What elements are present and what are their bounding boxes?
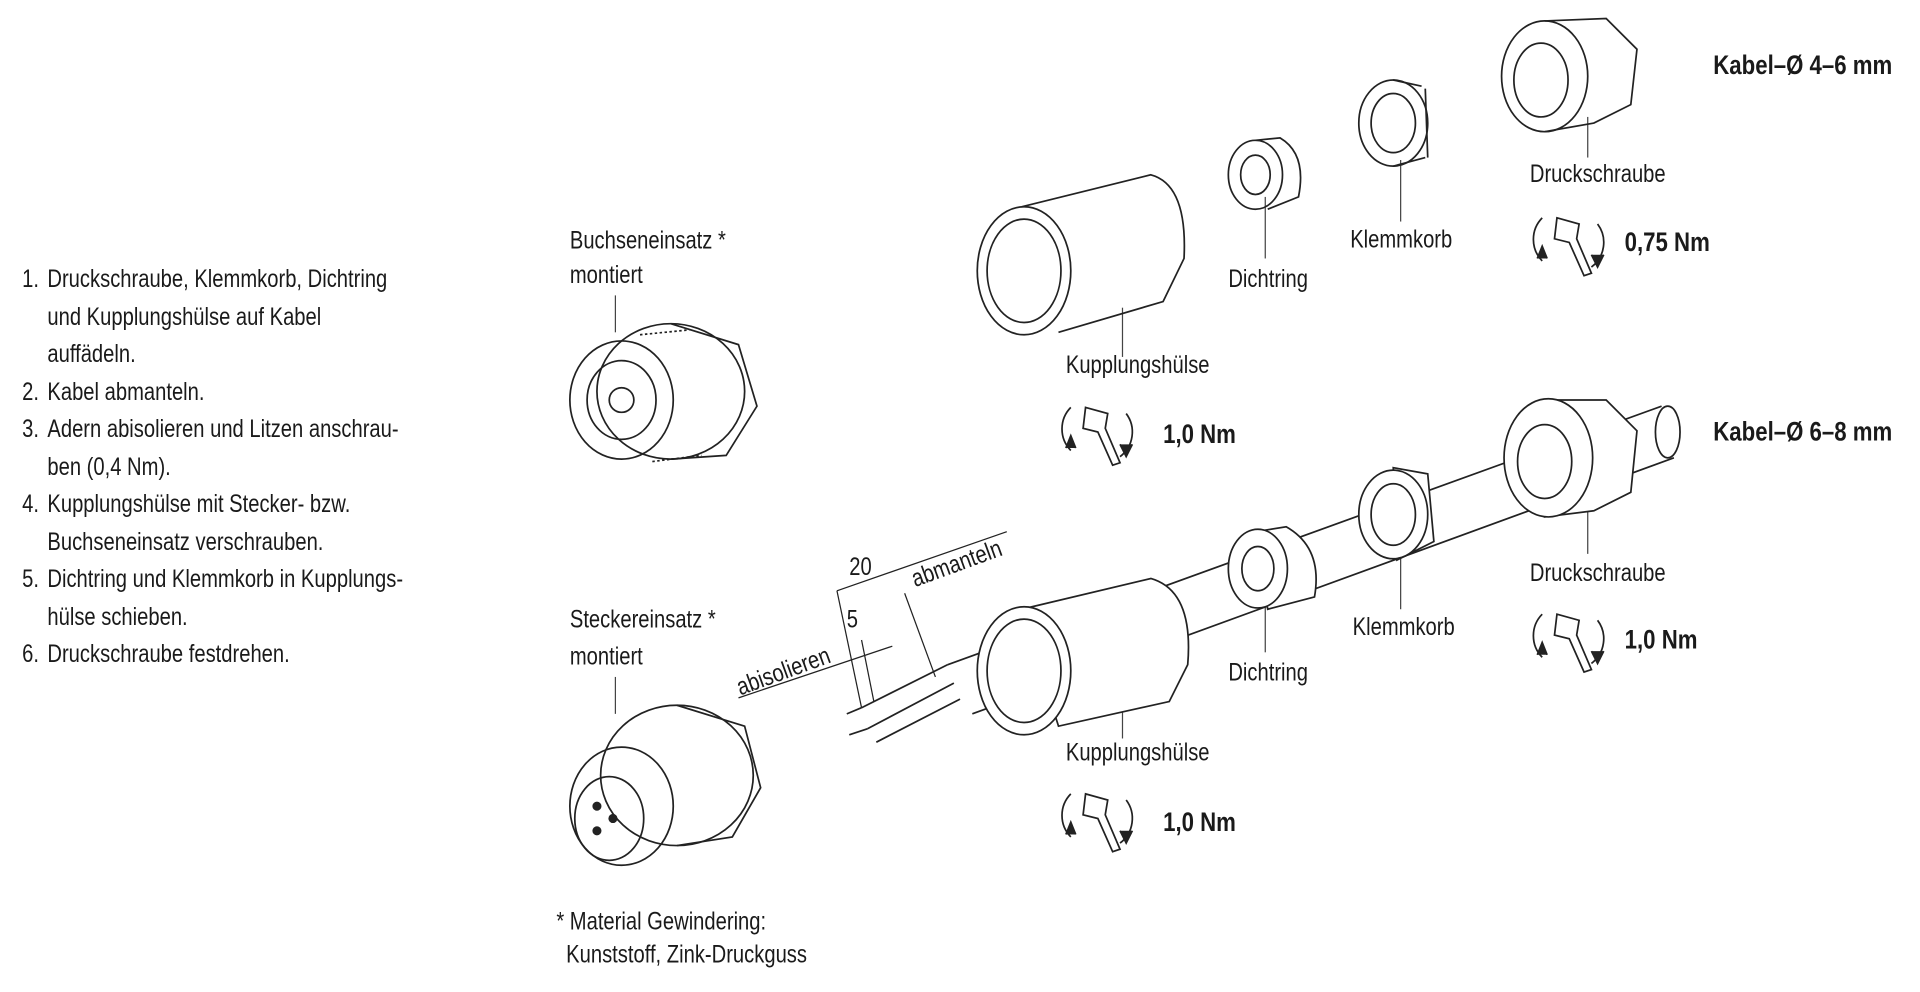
torque-value-bottom-sleeve: 1,0 Nm	[1163, 806, 1236, 837]
label-clamp-basket-top: Klemmkorb	[1350, 226, 1453, 254]
top-sealing-ring	[1227, 136, 1302, 211]
label-coupling-sleeve-bottom: Kupplungshülse	[1065, 739, 1210, 767]
dimension-lines	[738, 531, 1007, 708]
instruction-step-content: 1. Druckschraube, Klemmkorb, Dichtring und…	[22, 261, 403, 374]
label-plug-insert: Steckereinsatz *	[569, 606, 716, 634]
step-text-line: Druckschraube, Klemmkorb, Dichtring	[47, 265, 388, 293]
bottom-sealing-ring	[1227, 525, 1317, 611]
step-number: 2.	[22, 378, 39, 406]
footnote-line-1: * Material Gewindering:	[556, 908, 767, 936]
step-text-line: Dichtring und Klemmkorb in Kupplungs-	[47, 566, 404, 594]
instruction-step-content: 4. Kupplungshülse mit Stecker- bzw. Buchse…	[22, 486, 403, 561]
step-number: 1.	[22, 265, 39, 293]
torque-value-bottom-screw: 1,0 Nm	[1624, 624, 1698, 655]
torque-icon-top-screw	[1532, 216, 1605, 277]
step-text-line: und Kupplungshülse auf Kabel	[47, 303, 322, 331]
label-socket-mounted: montiert	[569, 262, 643, 290]
label-clamp-basket-bottom: Klemmkorb	[1352, 614, 1455, 642]
dimension-5: 5	[846, 606, 859, 634]
torque-icon-bottom-sleeve	[1061, 792, 1134, 853]
instruction-step-content: 3. Adern abisolieren und Litzen anschrau-…	[22, 411, 403, 486]
label-coupling-sleeve-top: Kupplungshülse	[1065, 352, 1210, 380]
instruction-list: 1. Druckschraube, Klemmkorb, Dichtring und…	[22, 261, 487, 674]
socket-insert-drawing	[568, 322, 758, 463]
instruction-step: 6. Druckschraube festdrehen.	[22, 636, 487, 674]
torque-icon-top-sleeve	[1061, 406, 1134, 467]
top-clamp-basket	[1357, 79, 1429, 168]
instruction-step: 1. Druckschraube, Klemmkorb, Dichtring und…	[22, 261, 487, 374]
bottom-coupling-sleeve	[976, 577, 1190, 736]
label-sealing-ring-top: Dichtring	[1228, 265, 1308, 293]
instruction-step-content: 2. Kabel abmanteln.	[22, 374, 403, 412]
instruction-step-content: 6. Druckschraube festdrehen.	[22, 636, 403, 674]
cable-diameter-large: Kabel–Ø 6–8 mm	[1713, 416, 1893, 447]
step-text-line: Buchseneinsatz verschrauben.	[47, 528, 324, 556]
torque-value-top-sleeve: 1,0 Nm	[1163, 418, 1236, 450]
step-text-line: Druckschraube festdrehen.	[47, 641, 290, 669]
bottom-pressure-screw	[1503, 397, 1638, 518]
instruction-step: 4. Kupplungshülse mit Stecker- bzw. Buchse…	[22, 486, 487, 561]
torque-value-top-screw: 0,75 Nm	[1624, 226, 1710, 258]
step-number: 5.	[22, 566, 39, 594]
instruction-step-content: 5. Dichtring und Klemmkorb in Kupplungs-h…	[22, 561, 403, 636]
step-text-line: Kupplungshülse mit Stecker- bzw.	[47, 491, 351, 519]
plug-insert-drawing	[568, 704, 762, 867]
footnote-line-2: Kunststoff, Zink-Druckguss	[566, 941, 807, 969]
top-pressure-screw	[1500, 17, 1638, 133]
step-number: 6.	[22, 641, 39, 669]
label-pressure-screw-bottom: Druckschraube	[1529, 560, 1666, 588]
step-text-line: ben (0,4 Nm).	[47, 453, 171, 481]
instruction-step: 2. Kabel abmanteln.	[22, 374, 487, 412]
torque-icon-bottom-screw	[1532, 613, 1605, 674]
dimension-20: 20	[849, 553, 872, 581]
top-coupling-sleeve	[976, 173, 1186, 336]
step-text-line: hülse schieben.	[47, 603, 188, 631]
step-text-line: auffädeln.	[47, 340, 136, 369]
instruction-step: 3. Adern abisolieren und Litzen anschrau-…	[22, 411, 487, 486]
instruction-step: 5. Dichtring und Klemmkorb in Kupplungs-h…	[22, 561, 487, 636]
step-text-line: Kabel abmanteln.	[47, 378, 205, 406]
label-socket-insert: Buchseneinsatz *	[569, 227, 726, 255]
label-sealing-ring-bottom: Dichtring	[1228, 659, 1308, 687]
cable-diameter-small: Kabel–Ø 4–6 mm	[1713, 49, 1893, 81]
label-plug-mounted: montiert	[569, 643, 643, 671]
label-pressure-screw-top: Druckschraube	[1529, 161, 1666, 189]
step-number: 4.	[22, 491, 39, 519]
step-text-line: Adern abisolieren und Litzen anschrau-	[47, 416, 399, 444]
step-number: 3.	[22, 416, 39, 444]
bottom-clamp-basket	[1357, 466, 1435, 562]
